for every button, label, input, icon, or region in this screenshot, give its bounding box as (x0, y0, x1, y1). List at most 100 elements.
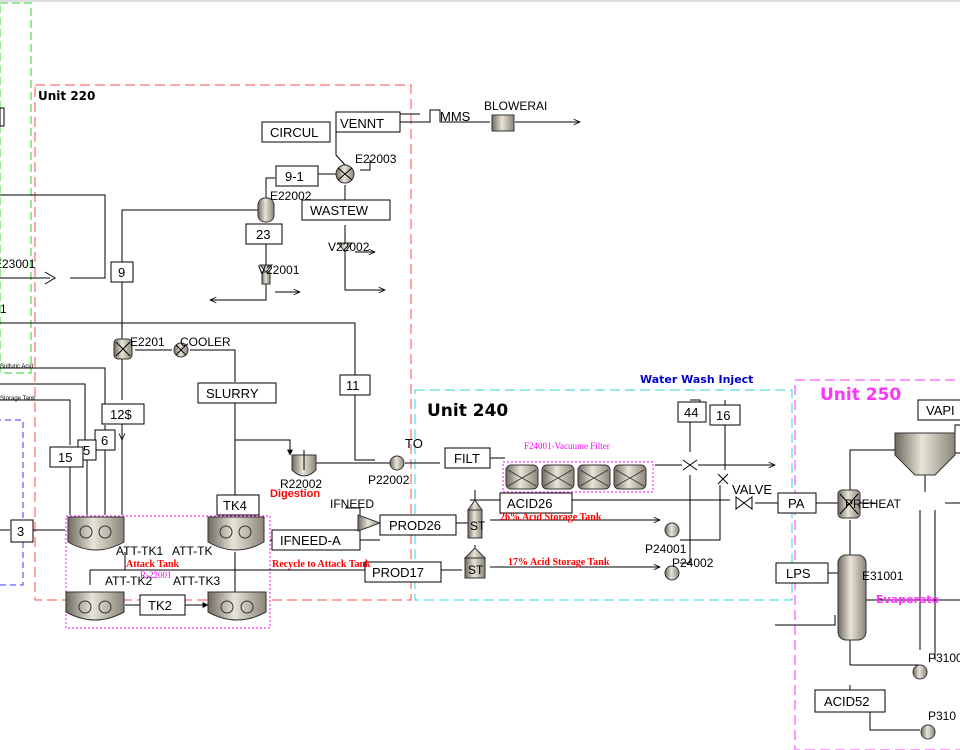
stream-pa-label: PA (788, 496, 805, 511)
att-tk3-label: ATT-TK3 (173, 574, 220, 588)
stream-6-label: 6 (101, 433, 108, 448)
blower-icon[interactable] (491, 114, 515, 132)
att-tk2-icon[interactable] (65, 591, 125, 621)
stream-mms-label: MMS (440, 109, 471, 124)
stream-vennt[interactable] (335, 111, 401, 133)
stream-circul[interactable] (261, 121, 331, 143)
filter-1-icon[interactable] (505, 464, 539, 490)
pump-p22002-icon[interactable] (389, 455, 405, 471)
valve-16-icon[interactable] (717, 473, 729, 485)
stream-tk4-label: TK4 (223, 498, 247, 513)
stream-acid26[interactable] (499, 492, 573, 514)
filter-4-icon[interactable] (613, 464, 647, 490)
storage-tank-note: Storage Tank (0, 396, 36, 402)
att-tk2-label: ATT-TK2 (105, 574, 152, 588)
stream-tk2[interactable] (139, 594, 186, 616)
stream-wastew-label: WASTEW (310, 203, 369, 218)
stream-lps-label: LPS (786, 566, 811, 581)
stream-circul-label: CIRCUL (270, 125, 318, 140)
stream-pa[interactable] (777, 492, 817, 514)
vacuum-filter-group (502, 461, 654, 493)
stream-15[interactable] (49, 446, 84, 468)
e22003-label: E22003 (355, 152, 397, 166)
acid26-tank-note: 26% Acid Storage Tank (500, 512, 602, 523)
stream-12[interactable] (101, 403, 145, 425)
stream-ifneed-a-label: IFNEED-A (280, 533, 341, 548)
stream-3[interactable] (10, 519, 34, 543)
left-blue-boundary (0, 419, 24, 586)
separator-v22001-icon[interactable] (261, 271, 271, 285)
stream-to-label: TO (405, 436, 423, 451)
stream-vap[interactable] (917, 399, 960, 421)
filter-3-icon[interactable] (577, 464, 611, 490)
filter-2-icon[interactable] (541, 464, 575, 490)
stream-acid52-label: ACID52 (824, 694, 870, 709)
e2201-label: E2201 (130, 335, 165, 349)
stream-23[interactable] (245, 223, 283, 245)
mixer-icon[interactable] (357, 514, 382, 532)
stream-23-label: 23 (256, 227, 270, 242)
p22002-label: P22002 (368, 473, 410, 487)
r22002-label: R22002 (280, 477, 322, 491)
pump-p310-icon[interactable] (920, 724, 936, 740)
stream-11[interactable] (339, 374, 371, 396)
stream-filt-label: FILT (454, 451, 480, 466)
st-b-label: ST (468, 563, 484, 577)
pump-p24002-icon[interactable] (664, 565, 680, 581)
pump-p24001-icon[interactable] (664, 522, 680, 538)
p3100-label: P3100 (928, 651, 960, 665)
valve-44-icon[interactable] (682, 459, 698, 471)
preheat-label: PREHEAT (845, 497, 901, 511)
recycle-note: Recycle to Attack Tank (272, 559, 371, 570)
stream-acid52[interactable] (814, 689, 886, 713)
stream-9[interactable] (110, 261, 134, 283)
stream-slurry-label: SLURRY (206, 386, 259, 401)
p24001-label: P24001 (645, 542, 687, 556)
water-wash-label: Water Wash Inject (640, 373, 753, 386)
cooler-label: COOLER (180, 335, 231, 349)
stream-44[interactable] (677, 401, 707, 423)
stream-prod26[interactable] (379, 514, 457, 536)
v22002-label: V22002 (328, 240, 370, 254)
left-green-boundary (0, 2, 32, 374)
exchanger-e31001-icon[interactable] (837, 554, 867, 641)
drum-e22002-icon[interactable] (257, 197, 275, 223)
stream-tk2-label: TK2 (148, 598, 172, 613)
stream-slurry[interactable] (197, 382, 277, 404)
att-tk1-icon[interactable] (67, 516, 125, 551)
equipment: BLOWERAI E22003 E22002 V22002 V22001 E23… (0, 99, 960, 740)
stream-valve-label: VALVE (732, 482, 772, 497)
stream-ifneed-a[interactable] (271, 529, 361, 551)
stream-44-label: 44 (684, 405, 698, 420)
stream-9-1-label: 9-1 (285, 169, 304, 184)
valve-v22002-icon[interactable] (336, 242, 354, 253)
stream-prod17[interactable] (364, 561, 442, 583)
v22001-label: V22001 (258, 263, 300, 277)
att-tk3-icon[interactable] (207, 591, 267, 621)
valve-main-icon[interactable] (735, 496, 753, 510)
stream-9-1[interactable] (275, 165, 319, 187)
evaporator-icon[interactable] (894, 432, 956, 476)
stream-11-label: 11 (346, 378, 360, 393)
stream-acid26-label: ACID26 (507, 496, 553, 511)
unit-250-title: Unit 250 (820, 385, 901, 405)
stream-16-label: 16 (716, 408, 730, 423)
stream-5-label: 5 (83, 443, 90, 458)
stream-wastew[interactable] (301, 199, 391, 221)
ifneed-label: IFNEED (330, 497, 374, 511)
stream-filt[interactable] (444, 447, 491, 469)
stream-tk4[interactable] (216, 494, 260, 516)
valve-v22001-icon[interactable] (258, 264, 274, 273)
unit-220-boundary (34, 84, 412, 601)
stream-boxes: CIRCUL VENNT MMS 9-1 WASTEW 23 9 11 SLUR… (0, 107, 960, 713)
att-tk-icon[interactable] (207, 516, 265, 551)
p310-label: P310 (928, 709, 956, 723)
evaporator-note: Evaporato (876, 593, 940, 606)
stream-prod17-label: PROD17 (372, 565, 424, 580)
stream-lps[interactable] (775, 562, 829, 584)
stream-1-label: 1 (0, 302, 7, 316)
digestion-label: Digestion (270, 488, 320, 500)
stream-16[interactable] (709, 404, 741, 426)
pump-p3100-icon[interactable] (912, 664, 928, 680)
